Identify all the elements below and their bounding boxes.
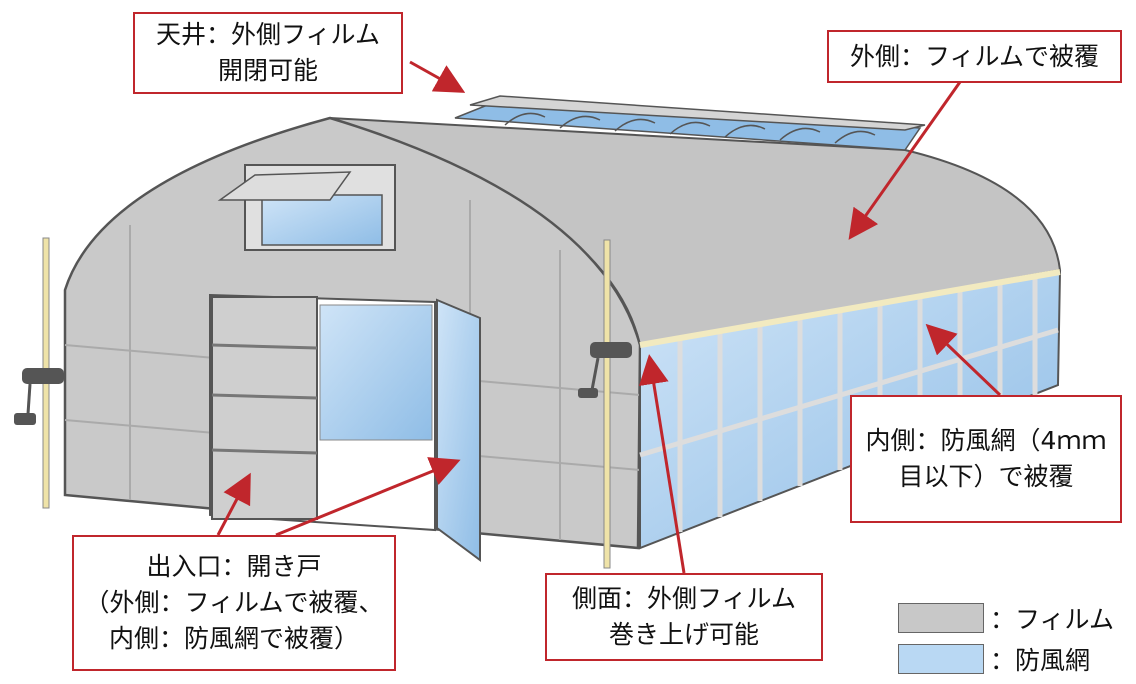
- legend-item-net: ：防風網: [898, 641, 1090, 677]
- net-swatch: [898, 644, 984, 674]
- arrow-inner: [925, 323, 1002, 397]
- legend-item-film: ：フィルム: [898, 600, 1114, 636]
- arrow-side: [638, 354, 686, 574]
- callout-roof: 天井：外側フィルム 開閉可能: [133, 12, 403, 94]
- door-right: [436, 298, 481, 562]
- film-swatch: [898, 603, 984, 633]
- callout-outer: 外側：フィルムで被覆: [827, 30, 1122, 83]
- roof-vent: [454, 95, 926, 151]
- callout-side: 側面：外側フィルム 巻き上げ可能: [545, 573, 823, 661]
- arrow-entrance-left: [216, 472, 251, 536]
- arrow-roof: [409, 60, 466, 93]
- door-left: [211, 296, 318, 520]
- callout-inner: 内側：防風網（4ｍｍ 目以下）で被覆: [850, 395, 1122, 523]
- winder-left: [14, 368, 64, 425]
- callout-entrance: 出入口：開き戸 （外側：フィルムで被覆、 内側：防風網で被覆）: [72, 535, 396, 671]
- pole-right: [603, 239, 611, 569]
- winder-right: [578, 342, 632, 398]
- arrow-outer: [848, 81, 962, 240]
- arrow-entrance-right: [275, 457, 461, 537]
